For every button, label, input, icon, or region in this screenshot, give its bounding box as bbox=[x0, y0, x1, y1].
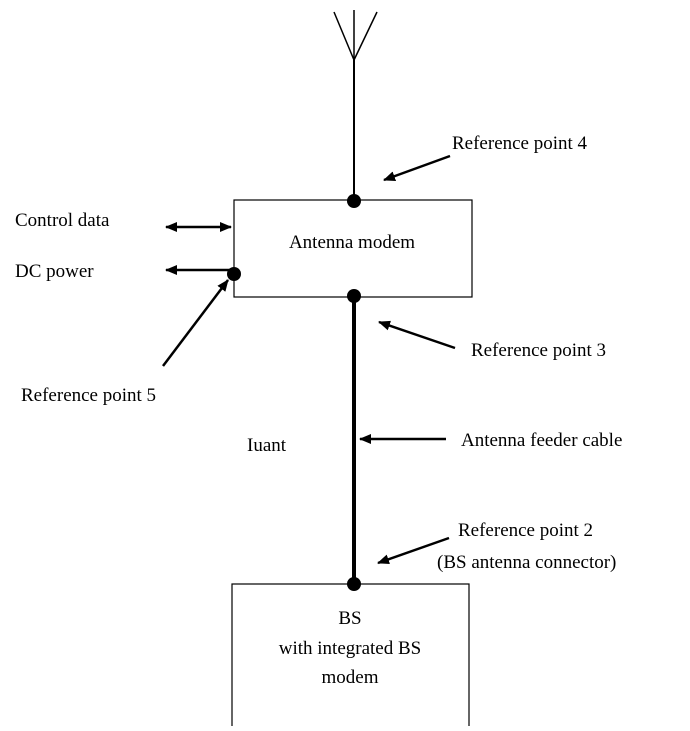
reference-point-4-pointer bbox=[383, 154, 451, 182]
bs-label-line1: BS bbox=[338, 608, 361, 629]
reference-point-4-label: Reference point 4 bbox=[452, 133, 588, 154]
antenna-feeder-cable-label: Antenna feeder cable bbox=[461, 430, 622, 451]
bs-label-line2: with integrated BS bbox=[279, 638, 421, 659]
reference-point-2-pointer bbox=[377, 536, 450, 565]
reference-point-4-dot bbox=[347, 194, 361, 208]
bs-antenna-connector-label: (BS antenna connector) bbox=[437, 552, 616, 573]
iuant-label: Iuant bbox=[247, 435, 287, 456]
reference-point-2-label: Reference point 2 bbox=[458, 520, 593, 541]
antenna-modem-label: Antenna modem bbox=[289, 232, 415, 253]
control-data-label: Control data bbox=[15, 210, 110, 231]
reference-point-5-label: Reference point 5 bbox=[21, 385, 156, 406]
reference-point-3-dot bbox=[347, 289, 361, 303]
bs-label-line3: modem bbox=[322, 667, 379, 688]
reference-point-3-label: Reference point 3 bbox=[471, 340, 606, 361]
reference-point-5-pointer bbox=[162, 279, 229, 367]
antenna-icon bbox=[333, 10, 378, 200]
dc-power-label: DC power bbox=[15, 261, 94, 282]
reference-point-3-pointer bbox=[378, 320, 456, 350]
reference-point-2-dot bbox=[347, 577, 361, 591]
